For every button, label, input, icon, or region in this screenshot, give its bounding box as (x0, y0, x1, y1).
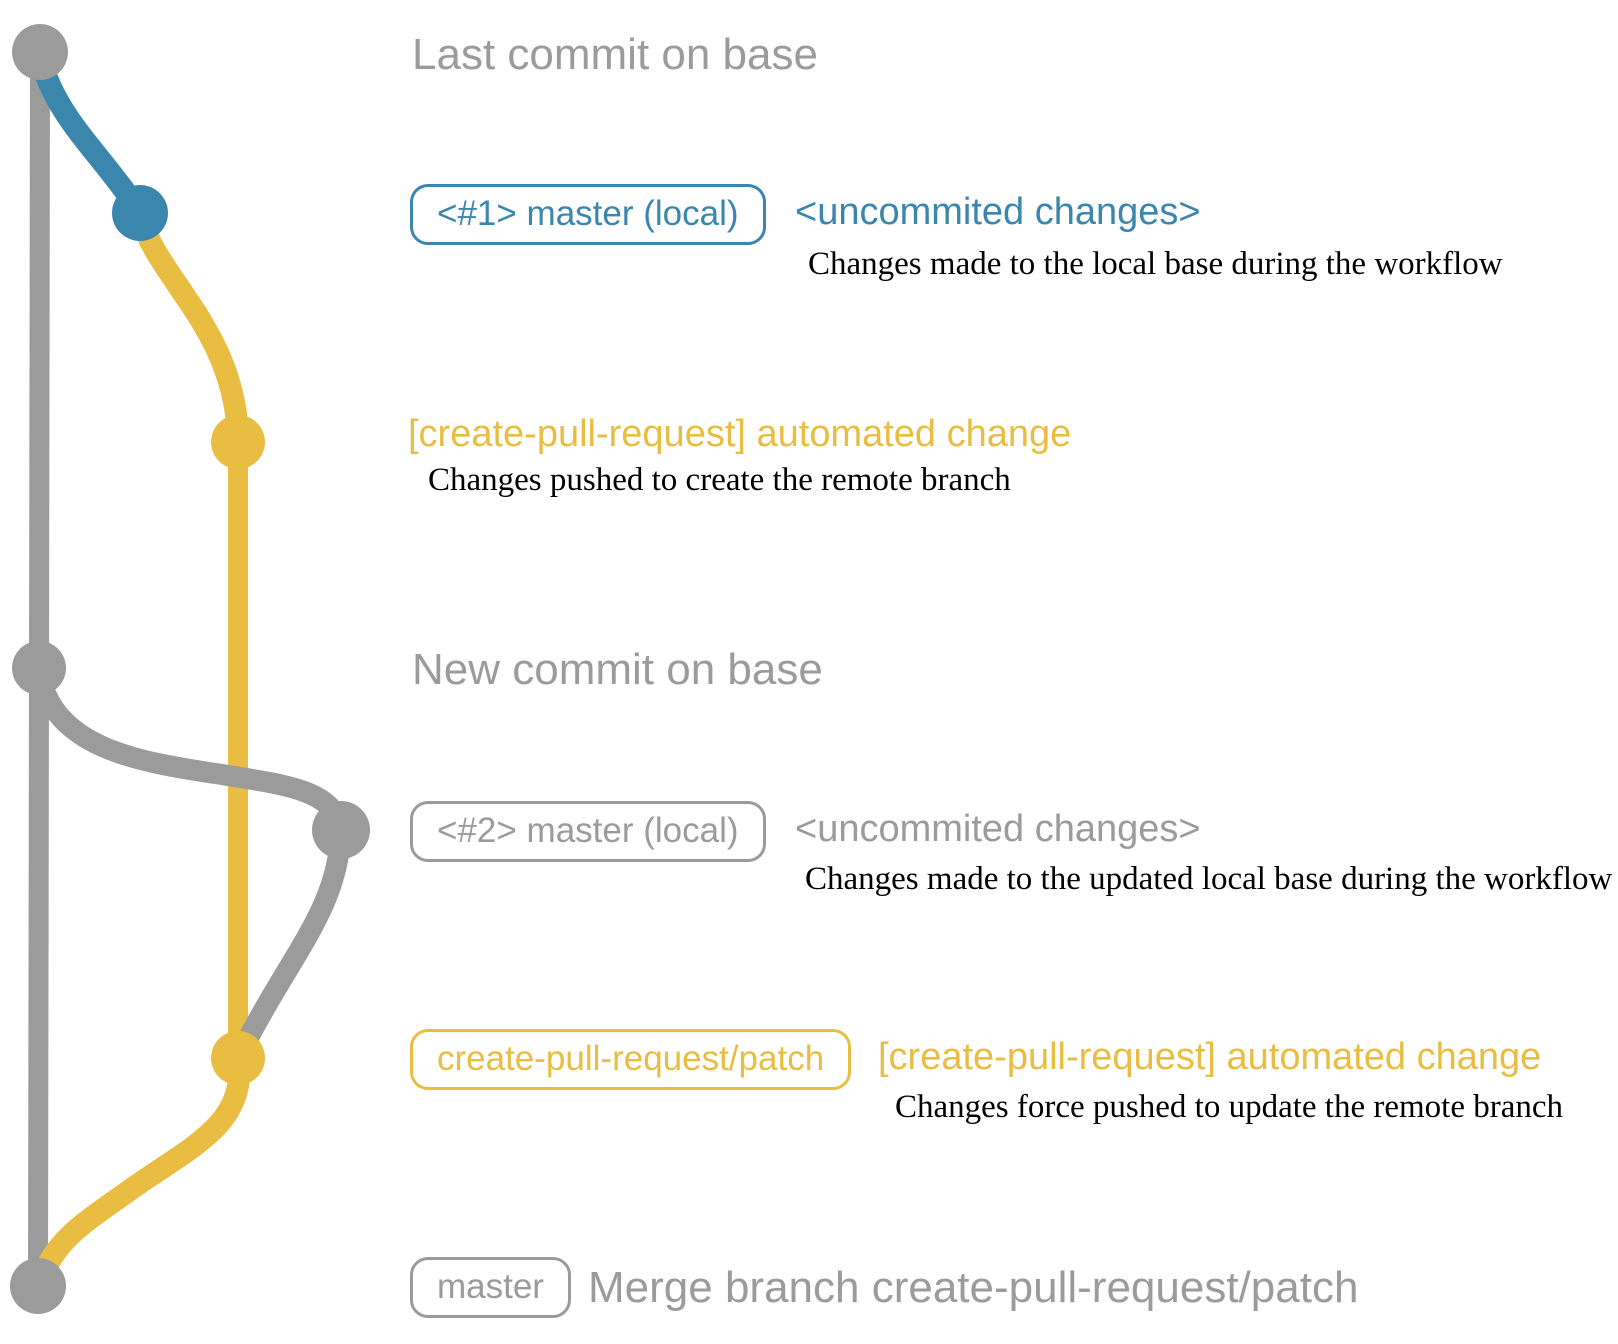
desc-push-create-remote: Changes pushed to create the remote bran… (428, 462, 1011, 498)
remote-branch-create-curve (129, 205, 249, 449)
note-merge-branch: Merge branch create-pull-request/patch (588, 1263, 1359, 1312)
desc-local-changes-2: Changes made to the updated local base d… (805, 861, 1613, 897)
label-new-commit-on-base: New commit on base (412, 645, 823, 694)
commit-dot-local-2 (312, 801, 370, 859)
desc-local-changes-1: Changes made to the local base during th… (808, 246, 1503, 282)
commit-dot-new-base (12, 641, 66, 695)
badge-master: master (410, 1257, 571, 1318)
merge-into-master-curve (31, 1049, 251, 1289)
commit-dot-remote-2 (211, 1031, 265, 1085)
badge-master-local-2: <#2> master (local) (410, 801, 766, 862)
rebase-curve-1 (28, 659, 352, 837)
rebase-curve-2 (230, 823, 352, 1063)
desc-force-push-remote: Changes force pushed to update the remot… (895, 1089, 1564, 1125)
local-changes-curve (29, 47, 148, 219)
badge-create-pull-request-patch: create-pull-request/patch (410, 1029, 852, 1090)
commit-dot-merge (10, 1258, 66, 1314)
commit-dot-local-1 (112, 185, 168, 241)
note-uncommitted-changes-2: <uncommited changes> (795, 808, 1201, 850)
note-automated-change-1: [create-pull-request] automated change (408, 413, 1072, 455)
note-automated-change-2: [create-pull-request] automated change (878, 1036, 1542, 1078)
note-uncommitted-changes-1: <uncommited changes> (795, 191, 1201, 233)
commit-dot-remote-1 (211, 415, 265, 469)
label-last-commit-on-base: Last commit on base (412, 30, 818, 79)
commit-dot-last-base (12, 24, 68, 80)
badge-master-local-1: <#1> master (local) (410, 184, 766, 245)
